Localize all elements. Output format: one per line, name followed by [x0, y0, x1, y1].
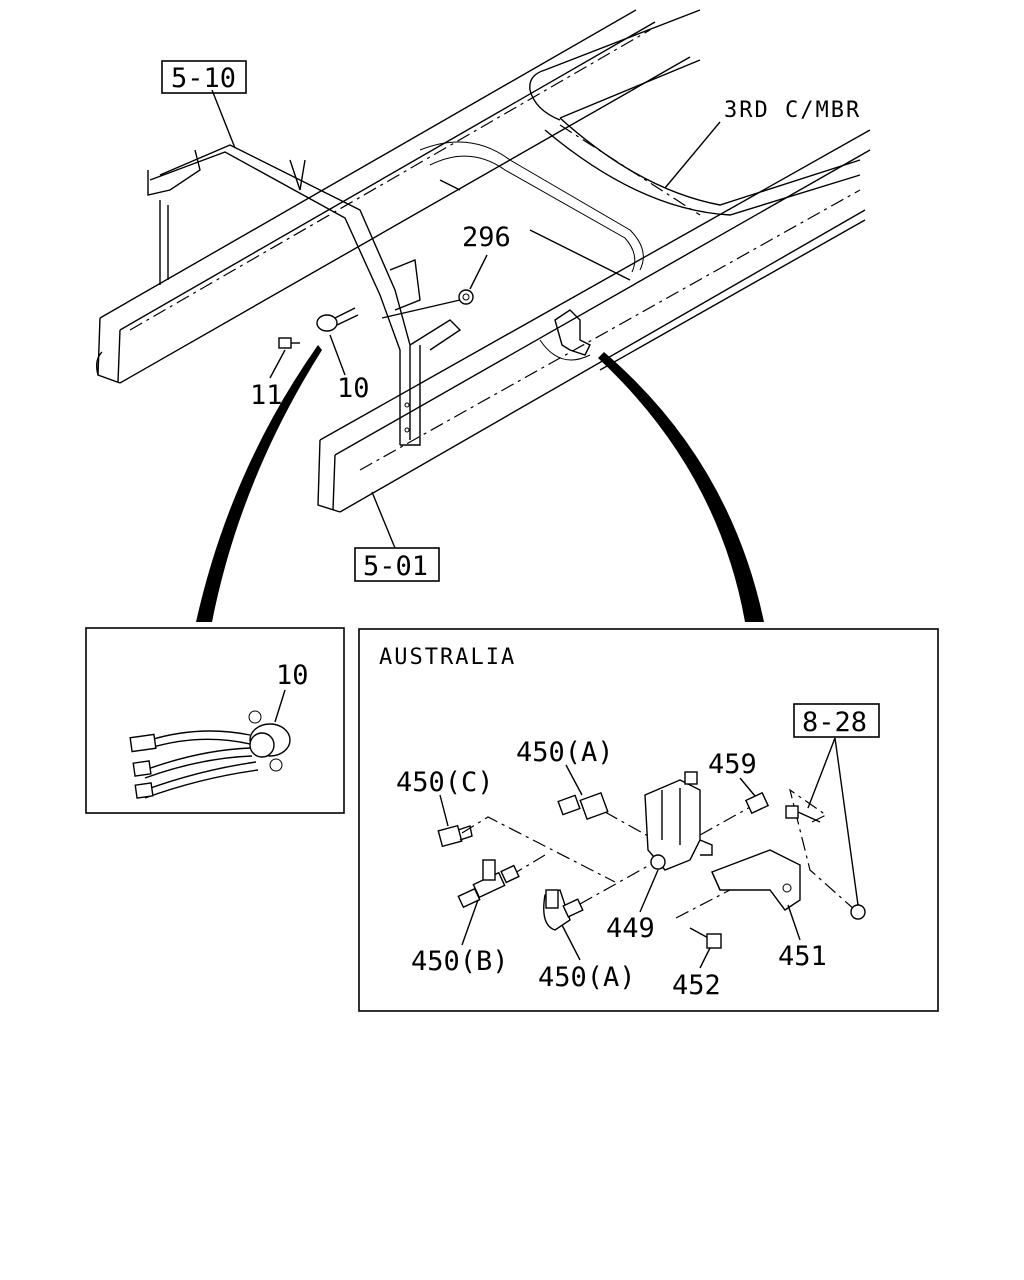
part-label-450b: 450(B)	[411, 946, 509, 977]
ref-box-5-10	[161, 60, 247, 94]
ref-label-5-01: 5-01	[363, 551, 428, 582]
leader-3rd-cmbr	[664, 121, 721, 189]
part-label-450a-top: 450(A)	[516, 737, 614, 768]
dash-line-7	[675, 889, 731, 919]
leader-8-28-a	[807, 737, 836, 809]
chassis-frame	[95, 9, 871, 513]
leader-10	[329, 334, 346, 376]
part-nut-8-28	[850, 904, 866, 920]
inset-region-title: AUSTRALIA	[379, 645, 516, 670]
part-452-bolt	[689, 927, 722, 949]
part-label-449: 449	[606, 913, 655, 944]
ref-box-8-28	[793, 703, 880, 738]
ref-label-8-28: 8-28	[802, 707, 867, 738]
dash-line-5	[699, 805, 753, 836]
leader-450a-bottom	[561, 924, 581, 961]
leader-450c	[439, 794, 449, 827]
ref-label-3rd-cmbr: 3RD C/MBR	[724, 98, 861, 123]
dash-line-6	[789, 788, 856, 911]
part-bolt-8-28	[785, 805, 821, 823]
leader-8-28-b	[834, 737, 859, 906]
dash-line-4	[604, 811, 649, 837]
part-valve-assembly	[644, 771, 713, 871]
inset-label-10: 10	[276, 660, 309, 691]
leader-452	[699, 947, 711, 969]
leader-449	[639, 869, 659, 913]
part-label-10: 10	[337, 373, 370, 404]
part-450b-tee	[457, 859, 520, 909]
leader-450a-top	[565, 764, 583, 796]
inset-australia-frame	[358, 628, 939, 1012]
leader-459	[739, 777, 756, 797]
leader-296	[469, 254, 488, 290]
inset-left-frame	[85, 627, 345, 814]
part-459-plug	[744, 791, 770, 815]
part-label-459: 459	[708, 749, 757, 780]
part-296-nut	[458, 289, 474, 305]
part-10-sensor	[316, 307, 359, 332]
ref-box-5-01	[354, 547, 440, 582]
leader-5-01	[371, 491, 396, 549]
leader-inset-10	[274, 689, 286, 723]
part-label-450a-bottom: 450(A)	[538, 962, 636, 993]
part-label-11: 11	[250, 380, 283, 411]
inset-sensor-10	[129, 710, 291, 799]
part-451-bracket	[711, 849, 801, 911]
leader-451	[787, 904, 801, 941]
dash-line-3	[579, 861, 656, 905]
leader-line-a	[381, 299, 461, 319]
part-450c-fitting	[437, 824, 473, 848]
part-11-bolt	[278, 337, 300, 349]
part-label-451: 451	[778, 941, 827, 972]
leader-450b	[461, 899, 479, 946]
part-450a-bottom-elbow	[543, 889, 584, 931]
leader-5-10	[211, 89, 236, 149]
part-label-452: 452	[672, 970, 721, 1001]
callout-swoosh-left	[196, 345, 322, 622]
callout-swoosh-right	[598, 352, 764, 622]
part-label-450c: 450(C)	[396, 767, 494, 798]
ref-label-5-10: 5-10	[171, 63, 236, 94]
part-label-296: 296	[462, 222, 511, 253]
part-449-nut	[650, 854, 666, 870]
leader-11	[269, 349, 286, 379]
part-450a-top-fitting	[557, 791, 609, 821]
